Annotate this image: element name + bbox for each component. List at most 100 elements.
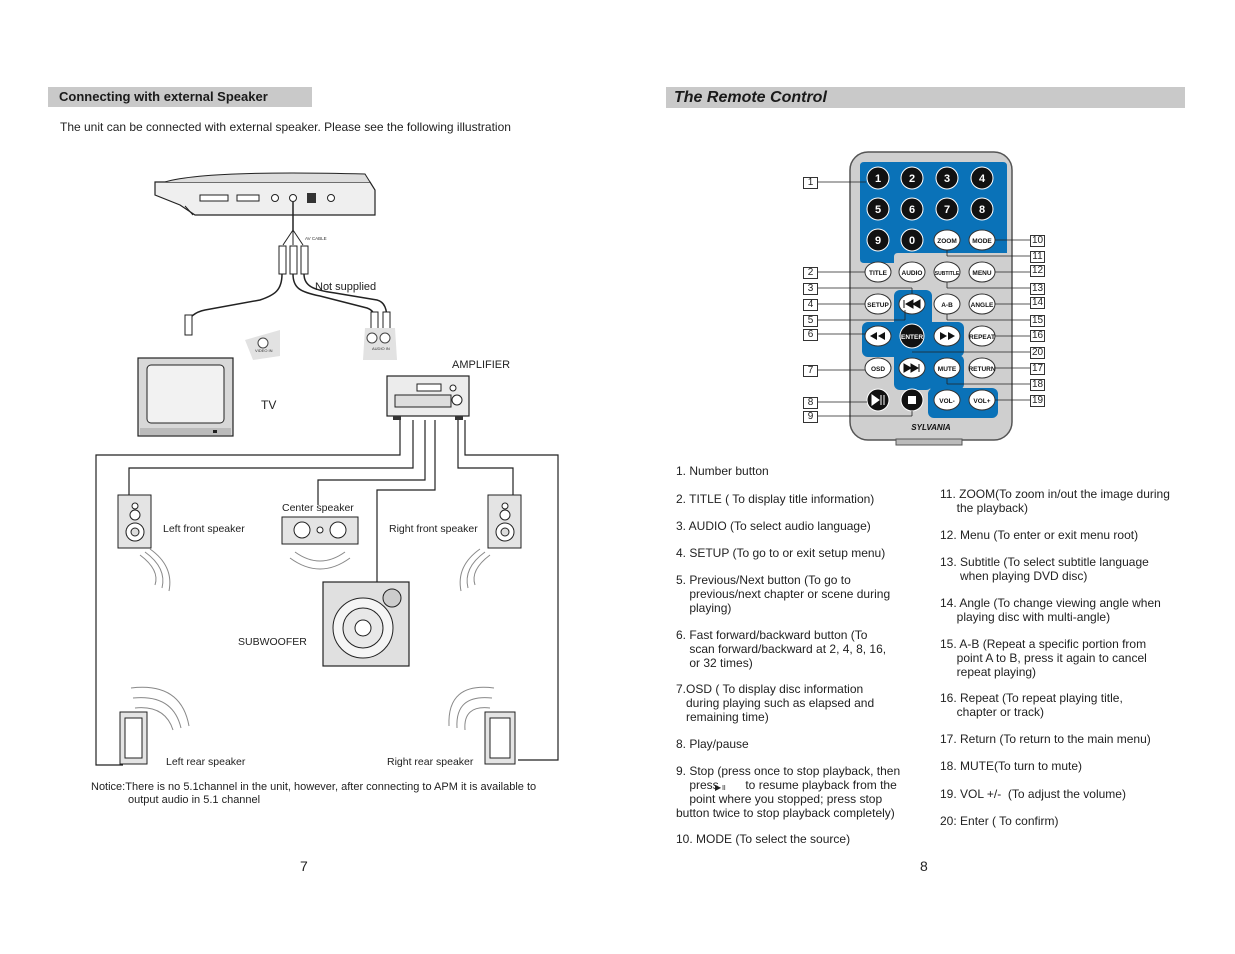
vol-minus-button <box>933 389 961 411</box>
right-front-speaker-label: Right front speaker <box>389 523 478 535</box>
left-rear-speaker <box>119 686 190 765</box>
item-1: 1. Number button <box>676 464 769 478</box>
callout-4: 4 <box>803 299 818 311</box>
svg-text:9: 9 <box>875 235 881 247</box>
page-number-8: 8 <box>920 858 928 874</box>
section-title-external-speaker: Connecting with external Speaker <box>48 87 312 107</box>
svg-text:0: 0 <box>909 235 915 247</box>
svg-text:8: 8 <box>979 204 985 216</box>
item-7: 7.OSD ( To display disc information duri… <box>676 682 875 724</box>
svg-text:AUDIO: AUDIO <box>902 270 923 277</box>
left-front-speaker-label: Left front speaker <box>163 523 245 535</box>
speaker-connection-diagram: AV CABLE Not supplied VIDEO IN AUDIO IN … <box>95 172 559 768</box>
item-4: 4. SETUP (To go to or exit setup menu) <box>676 546 886 560</box>
callout-5: 5 <box>803 315 818 327</box>
not-supplied-label: Not supplied <box>315 281 376 293</box>
left-rear-speaker-label: Left rear speaker <box>166 756 246 768</box>
svg-text:3: 3 <box>944 173 950 185</box>
callout-18: 18 <box>1030 379 1045 391</box>
callout-11: 11 <box>1030 251 1045 263</box>
subwoofer <box>322 581 410 667</box>
callout-6: 6 <box>803 329 818 341</box>
svg-text:ANGLE: ANGLE <box>971 302 994 309</box>
number-buttons: 1 2 3 4 5 6 7 8 9 0 <box>866 166 994 252</box>
transport-buttons: ENTER <box>864 293 961 412</box>
callout-3: 3 <box>803 283 818 295</box>
portable-dvd-player <box>154 172 376 216</box>
svg-text:VOL-: VOL- <box>939 398 955 405</box>
svg-text:6: 6 <box>909 204 915 216</box>
notice-line-2: output audio in 5.1 channel <box>128 794 261 806</box>
speaker-wires <box>95 420 559 766</box>
tv <box>137 357 234 437</box>
svg-text:REPEAT: REPEAT <box>969 334 995 341</box>
callout-9: 9 <box>803 411 818 423</box>
notice-line-1: Notice:There is no 5.1channel in the uni… <box>91 781 537 793</box>
item-5: 5. Previous/Next button (To go to previo… <box>676 573 891 615</box>
brand-logo: SYLVANIA <box>911 423 951 432</box>
svg-text:MUTE: MUTE <box>938 366 957 373</box>
right-rear-speaker-label: Right rear speaker <box>387 756 474 768</box>
item-19: 19. VOL +/- (To adjust the volume) <box>940 787 1126 801</box>
tv-label: TV <box>261 398 276 412</box>
svg-text:7: 7 <box>944 204 950 216</box>
item-16: 16. Repeat (To repeat playing title, cha… <box>940 691 1123 719</box>
svg-text:MENU: MENU <box>972 270 991 277</box>
svg-text:A-B: A-B <box>941 302 953 309</box>
right-front-speaker <box>459 494 522 592</box>
item-13: 13. Subtitle (To select subtitle languag… <box>940 555 1149 583</box>
svg-text:SETUP: SETUP <box>867 302 889 309</box>
svg-text:ENTER: ENTER <box>901 334 923 341</box>
svg-text:VOL+: VOL+ <box>973 398 990 405</box>
item-2: 2. TITLE ( To display title information) <box>676 492 875 506</box>
amplifier-label: AMPLIFIER <box>452 359 510 371</box>
item-9: 9. Stop (press once to stop playback, th… <box>676 764 901 820</box>
right-rear-speaker <box>448 686 516 765</box>
svg-text:TITLE: TITLE <box>869 270 888 277</box>
item-17: 17. Return (To return to the main menu) <box>940 732 1151 746</box>
callout-14: 14 <box>1030 297 1045 309</box>
callout-10: 10 <box>1030 235 1045 247</box>
svg-text:AUDIO IN: AUDIO IN <box>372 346 390 351</box>
callout-19: 19 <box>1030 395 1045 407</box>
item-15: 15. A-B (Repeat a specific portion from … <box>940 637 1147 679</box>
callout-15: 15 <box>1030 315 1045 327</box>
callout-17: 17 <box>1030 363 1045 375</box>
svg-text:5: 5 <box>875 204 881 216</box>
left-front-speaker <box>117 494 171 592</box>
av-cable-label: AV CABLE <box>305 236 327 241</box>
svg-text:MODE: MODE <box>972 238 992 245</box>
item-18: 18. MUTE(To turn to mute) <box>940 759 1083 773</box>
audio-in-panel: AUDIO IN <box>363 328 397 360</box>
svg-text:4: 4 <box>979 173 986 185</box>
item-11: 11. ZOOM(To zoom in/out the image during… <box>940 487 1170 515</box>
item-10: 10. MODE (To select the source) <box>676 832 851 846</box>
svg-text:RETURN: RETURN <box>968 366 995 373</box>
svg-text:OSD: OSD <box>871 366 885 373</box>
callout-16: 16 <box>1030 330 1045 342</box>
section-title-remote-control: The Remote Control <box>666 87 1185 108</box>
page-number-7: 7 <box>300 858 308 874</box>
item-12: 12. Menu (To enter or exit menu root) <box>940 528 1139 542</box>
callout-lines <box>818 181 1030 417</box>
rca-plugs <box>278 245 309 275</box>
callout-1: 1 <box>803 177 818 189</box>
amplifier <box>386 375 470 420</box>
video-in-panel: VIDEO IN <box>245 330 280 360</box>
audio-button <box>898 261 926 283</box>
play-pause-icon: ▶॥ <box>715 783 726 792</box>
center-speaker-label: Center speaker <box>282 502 354 514</box>
callout-13: 13 <box>1030 283 1045 295</box>
svg-text:ZOOM: ZOOM <box>937 238 957 245</box>
callout-12: 12 <box>1030 265 1045 277</box>
center-speaker <box>281 516 359 570</box>
callout-7: 7 <box>803 365 818 377</box>
callout-20: 20 <box>1030 347 1045 359</box>
remote-control-diagram: 1 2 3 4 5 6 7 8 9 0 ZOOM MODE TITLE AUDI… <box>818 151 1030 446</box>
svg-text:SUBTITLE: SUBTITLE <box>935 271 960 277</box>
osd-button <box>864 357 892 379</box>
svg-text:2: 2 <box>909 173 915 185</box>
callout-2: 2 <box>803 267 818 279</box>
callout-8: 8 <box>803 397 818 409</box>
item-6: 6. Fast forward/backward button (To scan… <box>676 628 887 670</box>
